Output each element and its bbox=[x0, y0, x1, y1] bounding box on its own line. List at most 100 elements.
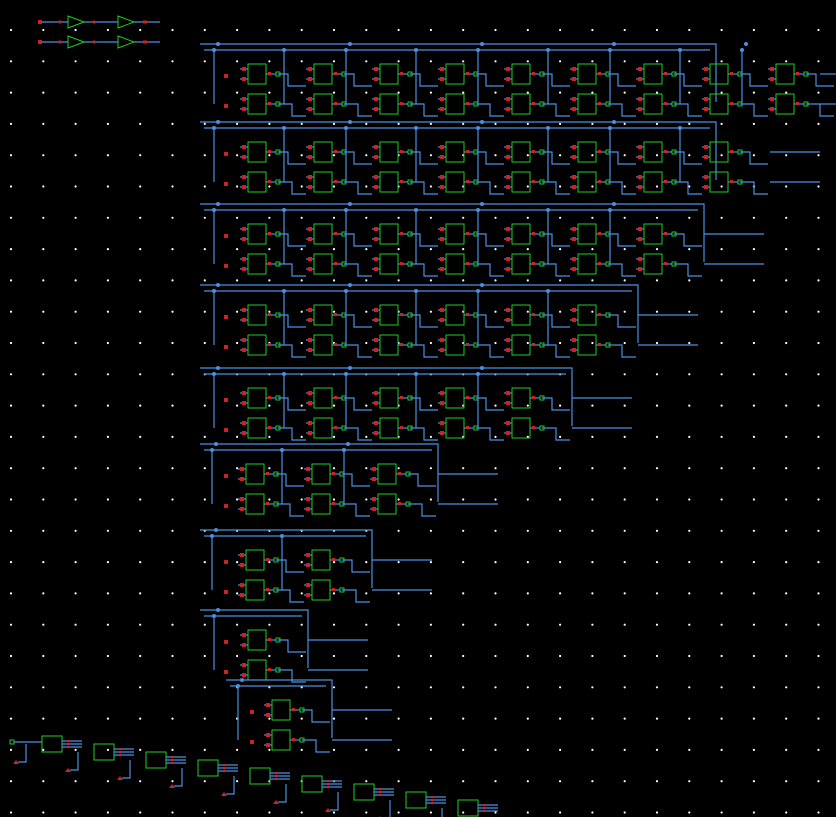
gate-body[interactable] bbox=[511, 141, 531, 163]
input-pin[interactable] bbox=[374, 145, 378, 149]
logic-gate[interactable] bbox=[304, 549, 345, 571]
input-pin[interactable] bbox=[440, 77, 444, 81]
input-pin[interactable] bbox=[308, 267, 312, 271]
gate-body[interactable] bbox=[577, 171, 597, 193]
gate-body[interactable] bbox=[271, 699, 291, 721]
logic-gate[interactable] bbox=[372, 253, 413, 275]
input-pin[interactable] bbox=[224, 104, 228, 108]
input-pin[interactable] bbox=[440, 175, 444, 179]
gate-body[interactable] bbox=[311, 493, 331, 515]
logic-gate[interactable] bbox=[504, 417, 545, 439]
gate-body[interactable] bbox=[247, 387, 267, 409]
logic-gate[interactable] bbox=[768, 93, 809, 115]
gate-body[interactable] bbox=[511, 223, 531, 245]
input-pin[interactable] bbox=[224, 234, 228, 238]
input-pin[interactable] bbox=[242, 67, 246, 71]
input-pin[interactable] bbox=[440, 308, 444, 312]
gate-body[interactable] bbox=[577, 334, 597, 356]
gate-body[interactable] bbox=[379, 93, 399, 115]
gate-body[interactable] bbox=[577, 93, 597, 115]
input-pin[interactable] bbox=[224, 560, 228, 564]
input-pin[interactable] bbox=[638, 237, 642, 241]
logic-gate[interactable] bbox=[438, 93, 479, 115]
input-pin[interactable] bbox=[224, 398, 228, 402]
gate-body[interactable] bbox=[445, 417, 465, 439]
gate-banks[interactable] bbox=[200, 42, 836, 753]
input-pin[interactable] bbox=[572, 145, 576, 149]
input-pin[interactable] bbox=[704, 67, 708, 71]
input-pin[interactable] bbox=[308, 97, 312, 101]
input-pin[interactable] bbox=[440, 401, 444, 405]
input-pin[interactable] bbox=[306, 583, 310, 587]
gate-body[interactable] bbox=[511, 253, 531, 275]
gate-body[interactable] bbox=[445, 253, 465, 275]
gate-body[interactable] bbox=[445, 223, 465, 245]
input-pin[interactable] bbox=[242, 318, 246, 322]
input-pin[interactable] bbox=[770, 77, 774, 81]
input-pin[interactable] bbox=[440, 257, 444, 261]
input-pin[interactable] bbox=[638, 267, 642, 271]
input-pin[interactable] bbox=[308, 107, 312, 111]
chain-stage[interactable] bbox=[65, 743, 134, 772]
probe-marker[interactable] bbox=[169, 784, 175, 788]
input-pin[interactable] bbox=[242, 633, 246, 637]
logic-gate[interactable] bbox=[304, 493, 345, 515]
input-pin[interactable] bbox=[704, 97, 708, 101]
gate-body[interactable] bbox=[313, 171, 333, 193]
chain-stage[interactable] bbox=[169, 759, 238, 788]
gate-body[interactable] bbox=[577, 253, 597, 275]
gate-body[interactable] bbox=[247, 63, 267, 85]
logic-gate[interactable] bbox=[304, 579, 345, 601]
probe-marker[interactable] bbox=[221, 792, 227, 796]
gate-bank[interactable] bbox=[200, 528, 432, 603]
input-pin[interactable] bbox=[266, 703, 270, 707]
buffer-gate-icon[interactable] bbox=[67, 15, 86, 29]
input-pin[interactable] bbox=[242, 107, 246, 111]
input-buffer-chains[interactable] bbox=[38, 15, 160, 49]
input-pin[interactable] bbox=[440, 145, 444, 149]
gate-bank[interactable] bbox=[200, 366, 632, 441]
logic-gate[interactable] bbox=[768, 63, 809, 85]
input-pin[interactable] bbox=[242, 401, 246, 405]
input-pin[interactable] bbox=[308, 318, 312, 322]
buffer-gate-icon[interactable] bbox=[117, 15, 136, 29]
logic-gate[interactable] bbox=[240, 304, 281, 326]
logic-gate[interactable] bbox=[238, 579, 279, 601]
input-pin[interactable] bbox=[506, 391, 510, 395]
logic-gate[interactable] bbox=[570, 334, 611, 356]
logic-gate[interactable] bbox=[306, 334, 347, 356]
chain-stage[interactable] bbox=[117, 751, 186, 780]
input-pin[interactable] bbox=[704, 155, 708, 159]
logic-gate[interactable] bbox=[372, 334, 413, 356]
input-pin[interactable] bbox=[242, 643, 246, 647]
input-pin[interactable] bbox=[240, 497, 244, 501]
input-pin[interactable] bbox=[306, 563, 310, 567]
gate-body[interactable] bbox=[709, 171, 729, 193]
input-pin[interactable] bbox=[506, 237, 510, 241]
probe-marker[interactable] bbox=[65, 768, 71, 772]
logic-gate[interactable] bbox=[504, 171, 545, 193]
gate-body[interactable] bbox=[247, 253, 267, 275]
gate-body[interactable] bbox=[643, 223, 663, 245]
input-pin[interactable] bbox=[638, 175, 642, 179]
chain-gate[interactable] bbox=[457, 799, 479, 817]
gate-body[interactable] bbox=[445, 304, 465, 326]
logic-gate[interactable] bbox=[238, 493, 279, 515]
input-pin[interactable] bbox=[440, 227, 444, 231]
logic-gate[interactable] bbox=[438, 223, 479, 245]
buffer-chain[interactable] bbox=[38, 15, 160, 29]
input-pin[interactable] bbox=[506, 77, 510, 81]
logic-gate[interactable] bbox=[372, 141, 413, 163]
logic-gate[interactable] bbox=[504, 253, 545, 275]
input-pin[interactable] bbox=[306, 507, 310, 511]
logic-gate[interactable] bbox=[636, 141, 677, 163]
logic-gate[interactable] bbox=[636, 223, 677, 245]
input-pin[interactable] bbox=[506, 107, 510, 111]
input-pin[interactable] bbox=[638, 145, 642, 149]
input-pin[interactable] bbox=[240, 477, 244, 481]
input-pin[interactable] bbox=[506, 431, 510, 435]
input-pin[interactable] bbox=[572, 267, 576, 271]
gate-body[interactable] bbox=[311, 549, 331, 571]
input-pin[interactable] bbox=[440, 185, 444, 189]
input-pin[interactable] bbox=[440, 338, 444, 342]
